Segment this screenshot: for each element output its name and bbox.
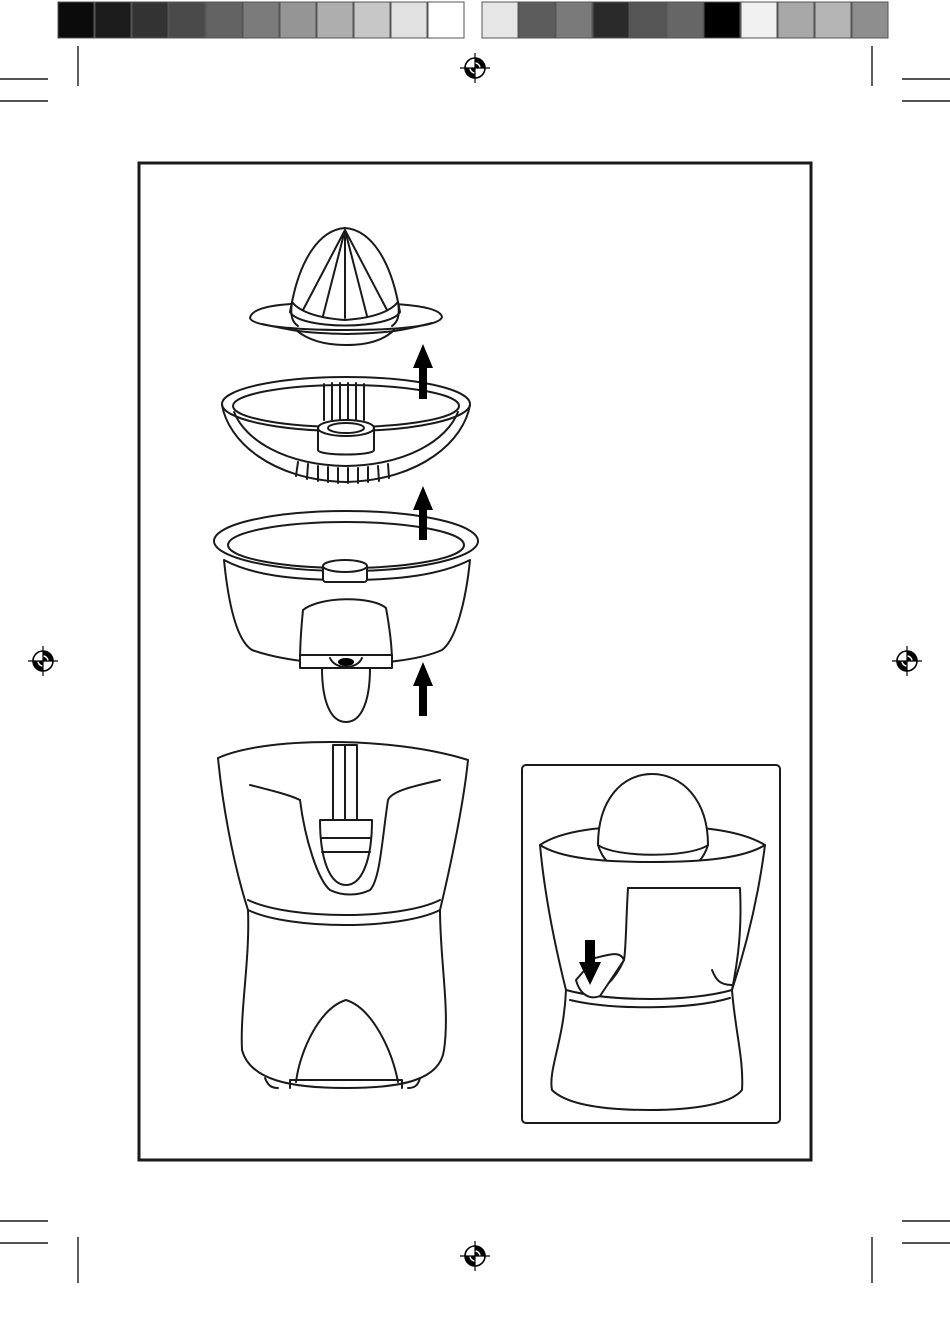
motor-base xyxy=(218,742,468,1088)
arrow-up-icon-3 xyxy=(413,662,433,716)
registration-crosshair-icon xyxy=(892,646,922,676)
registration-crosshair-icon xyxy=(28,646,58,676)
filter-sieve xyxy=(222,377,470,483)
registration-crosshair-icon xyxy=(460,1241,490,1271)
juicing-cone xyxy=(250,228,442,345)
registration-crosshair-icon xyxy=(460,53,490,83)
crop-marks xyxy=(0,46,950,1283)
inset-panel xyxy=(522,765,780,1123)
juice-container xyxy=(214,511,478,722)
